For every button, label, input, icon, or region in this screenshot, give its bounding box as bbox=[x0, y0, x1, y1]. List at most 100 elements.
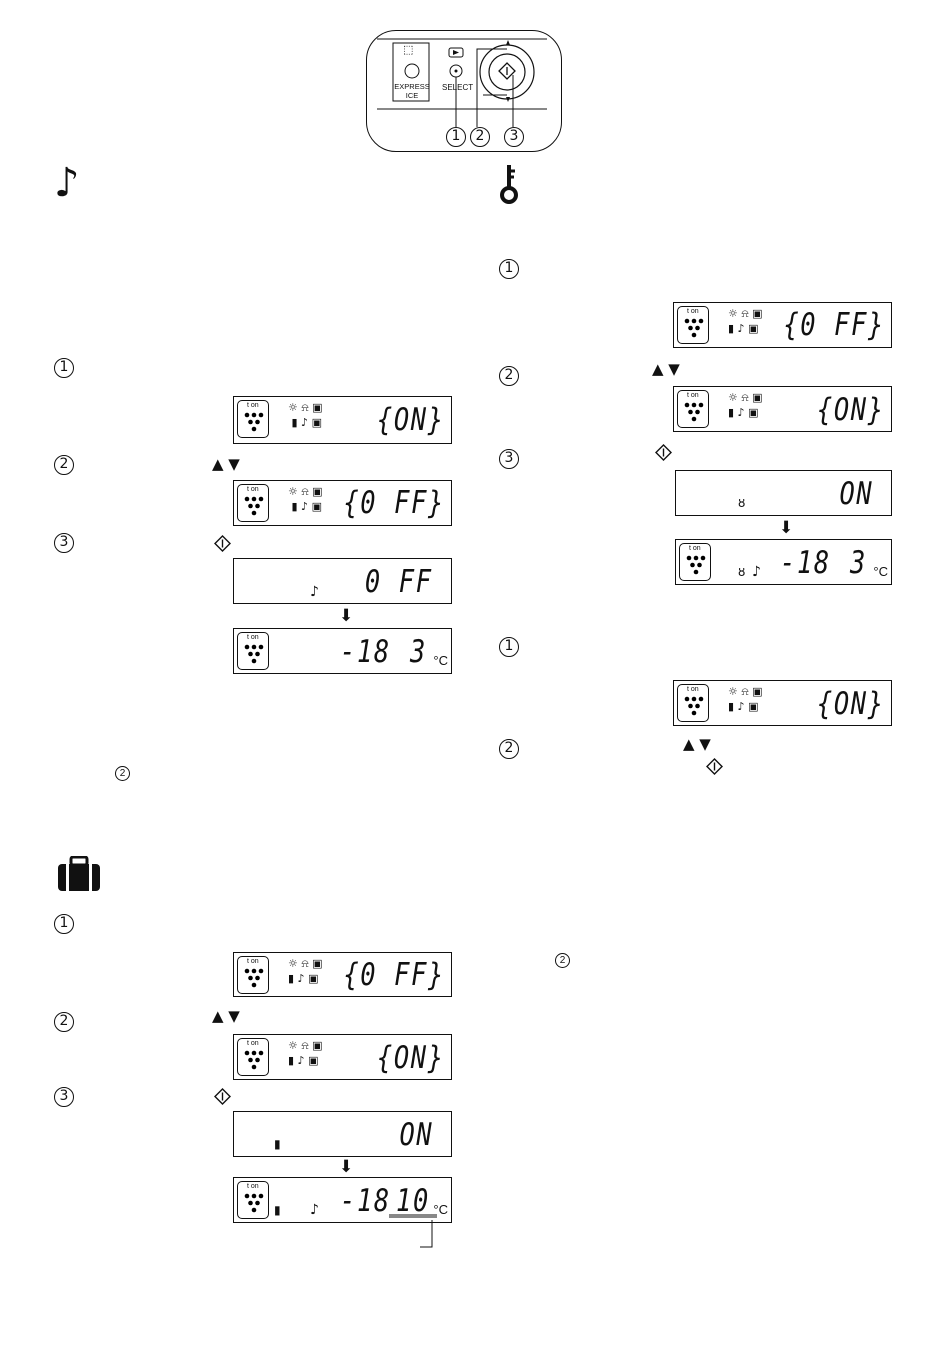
express-ice-label: EXPRESS ICE bbox=[394, 82, 430, 100]
music-note-icon: ♪ bbox=[310, 584, 319, 600]
start-button-icon[interactable] bbox=[498, 62, 516, 85]
unlock-lcd: t on ☼ ⍾ ▣ ▮ ♪ ▣ {ON} bbox=[673, 680, 892, 726]
holiday-lcd-3: ▮ ON bbox=[233, 1111, 452, 1157]
down-arrow-icon: ⬇ bbox=[339, 606, 354, 626]
holiday-lcd-4: t on ▮ ♪ -18 10 °C bbox=[233, 1177, 452, 1223]
sound-lcd-4: t on -18 3 °C bbox=[233, 628, 452, 674]
up-down-arrows-icon: ▲ ▼ bbox=[683, 735, 711, 753]
lcd-status-icons: ☼ ⍾ ▣ ▮ ♪ ▣ bbox=[728, 391, 763, 419]
lcd-status-icons: ☼ ⍾ ▣ ▮ ♪ ▣ bbox=[288, 1039, 323, 1067]
sound-lcd-1: t on ☼ ⍾ ▣ ▮ ♪ ▣ {ON} bbox=[233, 396, 452, 444]
start-icon bbox=[655, 444, 672, 461]
control-panel: ⬚ EXPRESS ICE SELECT 1 2 3 bbox=[366, 30, 562, 152]
grape-icon: t on bbox=[237, 400, 269, 438]
lcd-value: 0 FF bbox=[365, 564, 433, 600]
unlock-step-1: 1 bbox=[499, 637, 519, 657]
callout-1: 1 bbox=[446, 127, 466, 147]
t-on-label: t on bbox=[247, 958, 259, 965]
lcd-value: {ON} bbox=[377, 1040, 445, 1076]
grape-icon: t on bbox=[677, 306, 709, 344]
holiday-step-1: 1 bbox=[54, 914, 74, 934]
grape-icon: t on bbox=[237, 1038, 269, 1076]
lcd-value: {ON} bbox=[817, 392, 885, 428]
lock-lcd-4: t on ȣ ♪ -18 3 °C bbox=[675, 539, 892, 585]
lcd-temp-fridge: 3 bbox=[850, 545, 867, 581]
t-on-label: t on bbox=[247, 1183, 259, 1190]
music-note-icon: ♪ bbox=[54, 160, 80, 206]
up-down-arrows-icon: ▲ ▼ bbox=[212, 1007, 240, 1025]
grape-icon: t on bbox=[679, 543, 711, 581]
celsius-unit: °C bbox=[433, 1202, 448, 1217]
grape-icon: t on bbox=[237, 956, 269, 994]
underline-bar bbox=[389, 1214, 437, 1218]
lcd-temp-fridge: 3 bbox=[410, 634, 427, 670]
t-on-label: t on bbox=[247, 402, 259, 409]
celsius-unit: °C bbox=[873, 564, 888, 579]
lock-lcd-1: t on ☼ ⍾ ▣ ▮ ♪ ▣ {0 FF} bbox=[673, 302, 892, 348]
lcd-value: ON bbox=[839, 476, 873, 512]
lcd-temp-freezer: -18 bbox=[780, 545, 831, 581]
lcd-temp-fridge: 10 bbox=[396, 1183, 430, 1219]
t-on-label: t on bbox=[247, 1040, 259, 1047]
lcd-status-icons: ☼ ⍾ ▣ ▮ ♪ ▣ bbox=[288, 401, 323, 429]
lcd-temp-freezer: -18 bbox=[340, 1183, 391, 1219]
lcd-value: {0 FF} bbox=[783, 307, 885, 343]
t-on-label: t on bbox=[687, 308, 699, 315]
lcd-value: {ON} bbox=[817, 686, 885, 722]
ref-circle-2: 2 bbox=[555, 953, 570, 968]
lock-step-2: 2 bbox=[499, 366, 519, 386]
sound-step-1: 1 bbox=[54, 358, 74, 378]
down-arrow-icon: ⬇ bbox=[779, 518, 794, 538]
key-icon: ȣ bbox=[738, 496, 746, 510]
music-note-icon: ♪ bbox=[310, 1202, 319, 1218]
up-down-arrows-icon: ▲ ▼ bbox=[652, 360, 680, 378]
lock-step-3: 3 bbox=[499, 449, 519, 469]
lcd-value: {0 FF} bbox=[343, 957, 445, 993]
grape-icon: t on bbox=[677, 684, 709, 722]
t-on-label: t on bbox=[687, 392, 699, 399]
lcd-status-icons: ☼ ⍾ ▣ ▮ ♪ ▣ bbox=[728, 685, 763, 713]
lock-lcd-3: ȣ ON bbox=[675, 470, 892, 516]
grape-icon: t on bbox=[677, 390, 709, 428]
lcd-status-icons: ☼ ⍾ ▣ ▮ ♪ ▣ bbox=[288, 485, 323, 513]
ref-circle-2: 2 bbox=[115, 766, 130, 781]
unlock-step-2: 2 bbox=[499, 739, 519, 759]
music-note-icon: ♪ bbox=[752, 564, 761, 580]
sound-step-2: 2 bbox=[54, 455, 74, 475]
t-on-label: t on bbox=[247, 634, 259, 641]
lcd-status-icons: ☼ ⍾ ▣ ▮ ♪ ▣ bbox=[288, 957, 323, 985]
leader-line bbox=[420, 1220, 433, 1248]
holiday-lcd-2: t on ☼ ⍾ ▣ ▮ ♪ ▣ {ON} bbox=[233, 1034, 452, 1080]
start-icon bbox=[706, 758, 723, 775]
lcd-value: ON bbox=[399, 1117, 433, 1153]
suitcase-icon: ▮ bbox=[274, 1203, 281, 1217]
grape-icon: t on bbox=[237, 1181, 269, 1219]
lcd-temp-freezer: -18 bbox=[340, 634, 391, 670]
key-icon: ȣ bbox=[738, 565, 746, 579]
express-ice-line1: EXPRESS bbox=[394, 82, 430, 91]
down-arrow-icon: ⬇ bbox=[339, 1157, 354, 1177]
sound-step-3: 3 bbox=[54, 533, 74, 553]
key-icon bbox=[500, 165, 518, 204]
up-down-arrows-icon: ▲ ▼ bbox=[212, 455, 240, 473]
panel-lines bbox=[377, 38, 547, 127]
callout-3: 3 bbox=[504, 127, 524, 147]
t-on-label: t on bbox=[247, 486, 259, 493]
sound-lcd-3: ♪ 0 FF bbox=[233, 558, 452, 604]
start-icon bbox=[214, 1088, 231, 1105]
lock-lcd-2: t on ☼ ⍾ ▣ ▮ ♪ ▣ {ON} bbox=[673, 386, 892, 432]
grape-icon: t on bbox=[237, 484, 269, 522]
select-label: SELECT bbox=[442, 83, 474, 92]
holiday-step-2: 2 bbox=[54, 1012, 74, 1032]
express-ice-line2: ICE bbox=[405, 91, 419, 100]
suitcase-icon bbox=[58, 856, 100, 891]
lcd-value: {0 FF} bbox=[343, 485, 445, 521]
celsius-unit: °C bbox=[433, 653, 448, 668]
holiday-step-3: 3 bbox=[54, 1087, 74, 1107]
ice-cube-icon: ⬚ bbox=[403, 43, 414, 56]
t-on-label: t on bbox=[687, 686, 699, 693]
sound-lcd-2: t on ☼ ⍾ ▣ ▮ ♪ ▣ {0 FF} bbox=[233, 480, 452, 526]
suitcase-icon: ▮ bbox=[274, 1137, 281, 1151]
start-icon bbox=[214, 535, 231, 552]
callout-2: 2 bbox=[470, 127, 490, 147]
